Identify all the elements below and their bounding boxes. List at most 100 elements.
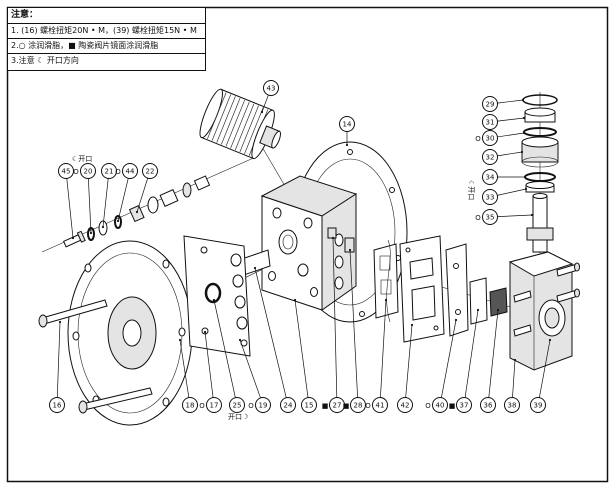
callout-number-36: 36 xyxy=(484,402,493,410)
callout-number-31: 31 xyxy=(486,119,495,127)
callout-balloon-21 xyxy=(101,163,117,179)
leader-line-42 xyxy=(405,324,413,398)
opening-label-top: ☾开口 xyxy=(72,155,92,163)
callout-balloon-14 xyxy=(339,116,355,132)
callout-balloon-16 xyxy=(49,397,65,413)
leader-line-41 xyxy=(380,299,387,398)
notes-title: 注意： xyxy=(8,8,205,24)
callout-number-32: 32 xyxy=(486,154,495,162)
motor-flange xyxy=(67,240,193,426)
ceramic-piece-28 xyxy=(344,237,355,253)
nut-22 xyxy=(128,204,145,223)
valve-stem-stack xyxy=(521,94,559,253)
leader-line-27 xyxy=(332,237,338,398)
fitting-cap xyxy=(182,182,192,198)
ceramic-plate-37 xyxy=(469,277,488,325)
callout-balloon-28 xyxy=(350,397,366,413)
leader-dot-15 xyxy=(293,298,297,302)
callout-balloon-43 xyxy=(263,80,279,96)
leader-line-24 xyxy=(254,267,287,398)
housing-box xyxy=(260,175,358,311)
callout-number-41: 41 xyxy=(376,402,385,410)
leader-line-36 xyxy=(488,309,499,398)
opening-label-bottom: 开口☽ xyxy=(228,413,248,421)
note-line-3: 3.注意 ☾ 开口方向 xyxy=(11,56,79,66)
ring-33 xyxy=(525,181,555,193)
leader-line-30 xyxy=(497,132,525,138)
callout-number-16: 16 xyxy=(53,402,62,410)
leader-dot-28 xyxy=(348,248,352,252)
callout-number-29: 29 xyxy=(486,101,495,109)
callout-number-28: 28 xyxy=(354,402,363,410)
callout-number-40: 40 xyxy=(436,402,445,410)
lube-mark-30: O xyxy=(475,135,481,143)
lube-mark-17: O xyxy=(199,402,205,410)
callout-balloon-39 xyxy=(530,397,546,413)
callout-balloon-29 xyxy=(482,96,498,112)
leader-line-31 xyxy=(497,117,525,122)
callout-balloon-42 xyxy=(397,397,413,413)
leader-dot-41 xyxy=(384,298,388,302)
bushing-31 xyxy=(524,107,556,123)
leader-dot-44 xyxy=(116,219,120,223)
leader-dot-18 xyxy=(178,338,182,342)
leader-dot-20 xyxy=(89,231,93,235)
lube-mark-37: ■ xyxy=(449,402,456,410)
callout-balloon-33 xyxy=(482,189,498,205)
callout-balloon-40 xyxy=(432,397,448,413)
leader-dot-17 xyxy=(203,330,207,334)
o-ring-25 xyxy=(204,282,222,304)
flange-bolt-lower xyxy=(78,387,153,414)
leader-line-32 xyxy=(497,151,523,157)
gasket-plate xyxy=(183,235,251,357)
leader-dot-31 xyxy=(522,116,526,120)
callout-number-18: 18 xyxy=(186,402,195,410)
lube-mark-28: ■ xyxy=(343,402,350,410)
leader-line-21 xyxy=(102,178,109,228)
leader-line-16 xyxy=(56,321,61,398)
callout-number-37: 37 xyxy=(460,402,469,410)
leader-dot-39 xyxy=(548,338,552,342)
leader-dot-33 xyxy=(524,187,528,191)
callout-balloon-36 xyxy=(480,397,496,413)
leader-dot-16 xyxy=(58,320,62,324)
lube-mark-35: O xyxy=(475,214,481,222)
callout-number-44: 44 xyxy=(126,168,135,176)
lube-mark-41: O xyxy=(365,402,371,410)
callout-balloon-38 xyxy=(504,397,520,413)
small-parts-row xyxy=(62,175,211,248)
callout-number-17: 17 xyxy=(210,402,219,410)
callout-number-20: 20 xyxy=(84,168,93,176)
callout-number-24: 24 xyxy=(284,402,293,410)
leader-line-25 xyxy=(213,299,236,398)
callout-balloon-32 xyxy=(482,149,498,165)
ceramic-block-36 xyxy=(489,287,508,317)
screw-45 xyxy=(62,230,86,248)
o-ring-44 xyxy=(114,215,122,229)
callout-balloon-45 xyxy=(58,163,74,179)
note-line-1: 1. (16) 螺栓扭矩20N • M，(39) 螺栓扭矩15N • M xyxy=(8,24,205,40)
fitting-end xyxy=(193,175,211,191)
callout-balloon-17 xyxy=(206,397,222,413)
lube-mark-20: O xyxy=(73,168,79,176)
callout-number-39: 39 xyxy=(534,402,543,410)
opening-label-right: ☾开口 xyxy=(467,180,475,200)
leader-dot-14 xyxy=(345,143,349,147)
flange-bolt-upper xyxy=(38,299,108,328)
fitting-body xyxy=(159,189,179,207)
body-screws xyxy=(556,262,580,303)
leader-dot-38 xyxy=(513,358,517,362)
leader-dot-35 xyxy=(530,213,534,217)
callout-number-33: 33 xyxy=(486,194,495,202)
callout-balloon-35 xyxy=(482,209,498,225)
callout-number-21: 21 xyxy=(105,168,114,176)
leader-line-45 xyxy=(66,178,74,239)
plate-42 xyxy=(399,235,445,343)
callout-number-14: 14 xyxy=(343,121,352,129)
fitting-ring xyxy=(147,196,159,214)
stem-35 xyxy=(526,193,554,253)
leader-dot-30 xyxy=(522,131,526,135)
filter-cartridge xyxy=(199,88,281,160)
